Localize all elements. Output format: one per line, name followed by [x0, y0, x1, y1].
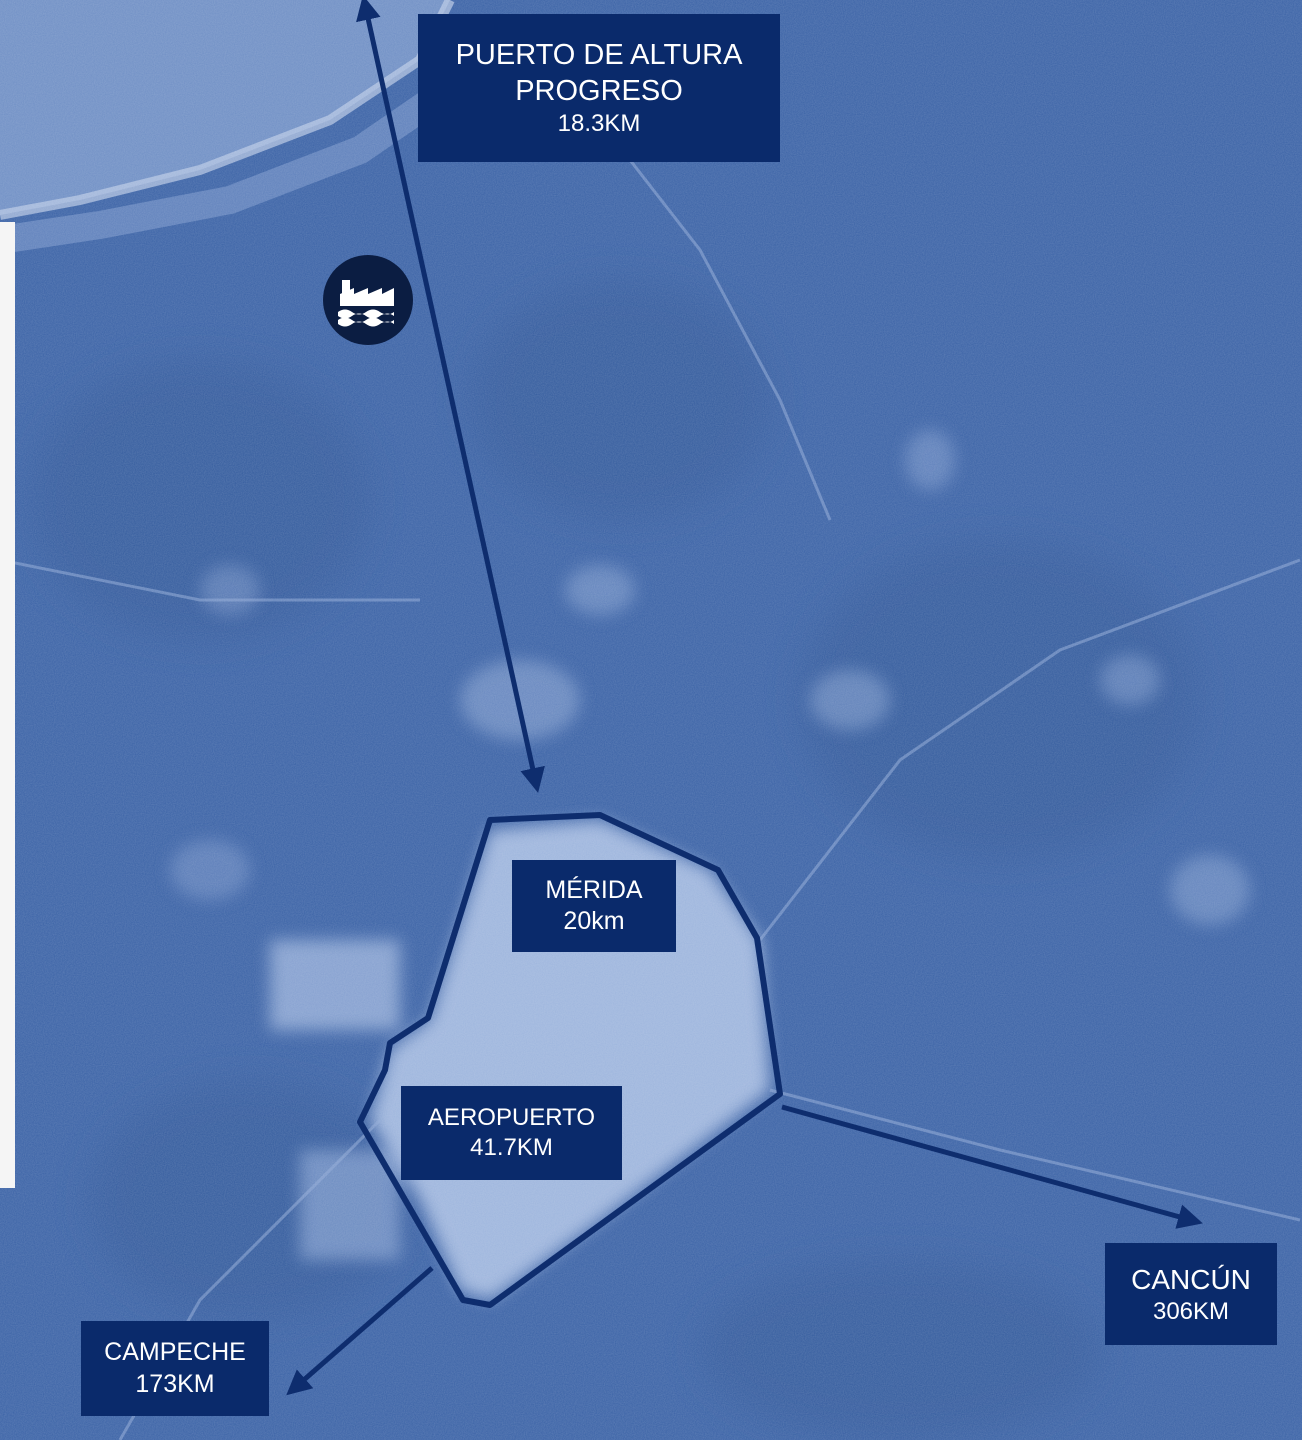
- merida-boundary: [357, 812, 783, 1308]
- cancun-distance: 306KM: [1152, 1297, 1230, 1325]
- cancun-name: CANCÚN: [1131, 1263, 1251, 1295]
- label-puerto-progreso: PUERTO DE ALTURA PROGRESO 18.3KM: [418, 14, 780, 162]
- campeche-name: CAMPECHE: [104, 1338, 246, 1367]
- factory-icon: [323, 255, 413, 345]
- side-panel-edge: [0, 222, 15, 1188]
- merida-name: MÉRIDA: [545, 875, 643, 904]
- label-cancun: CANCÚN 306KM: [1105, 1243, 1277, 1345]
- route-campeche: [286, 1266, 434, 1396]
- progreso-distance: 18.3KM: [557, 110, 641, 138]
- aeropuerto-name: AEROPUERTO: [427, 1104, 596, 1131]
- aeropuerto-distance: 41.7KM: [470, 1134, 553, 1161]
- campeche-distance: 173KM: [135, 1369, 215, 1398]
- progreso-line1: PUERTO DE ALTURA: [455, 38, 743, 71]
- route-progreso: [356, 0, 545, 793]
- label-merida: MÉRIDA 20km: [512, 860, 676, 952]
- label-campeche: CAMPECHE 173KM: [81, 1321, 269, 1416]
- merida-distance: 20km: [563, 907, 625, 935]
- label-aeropuerto: AEROPUERTO 41.7KM: [401, 1086, 622, 1180]
- progreso-line2: PROGRESO: [515, 75, 683, 107]
- route-cancun: [781, 1104, 1203, 1229]
